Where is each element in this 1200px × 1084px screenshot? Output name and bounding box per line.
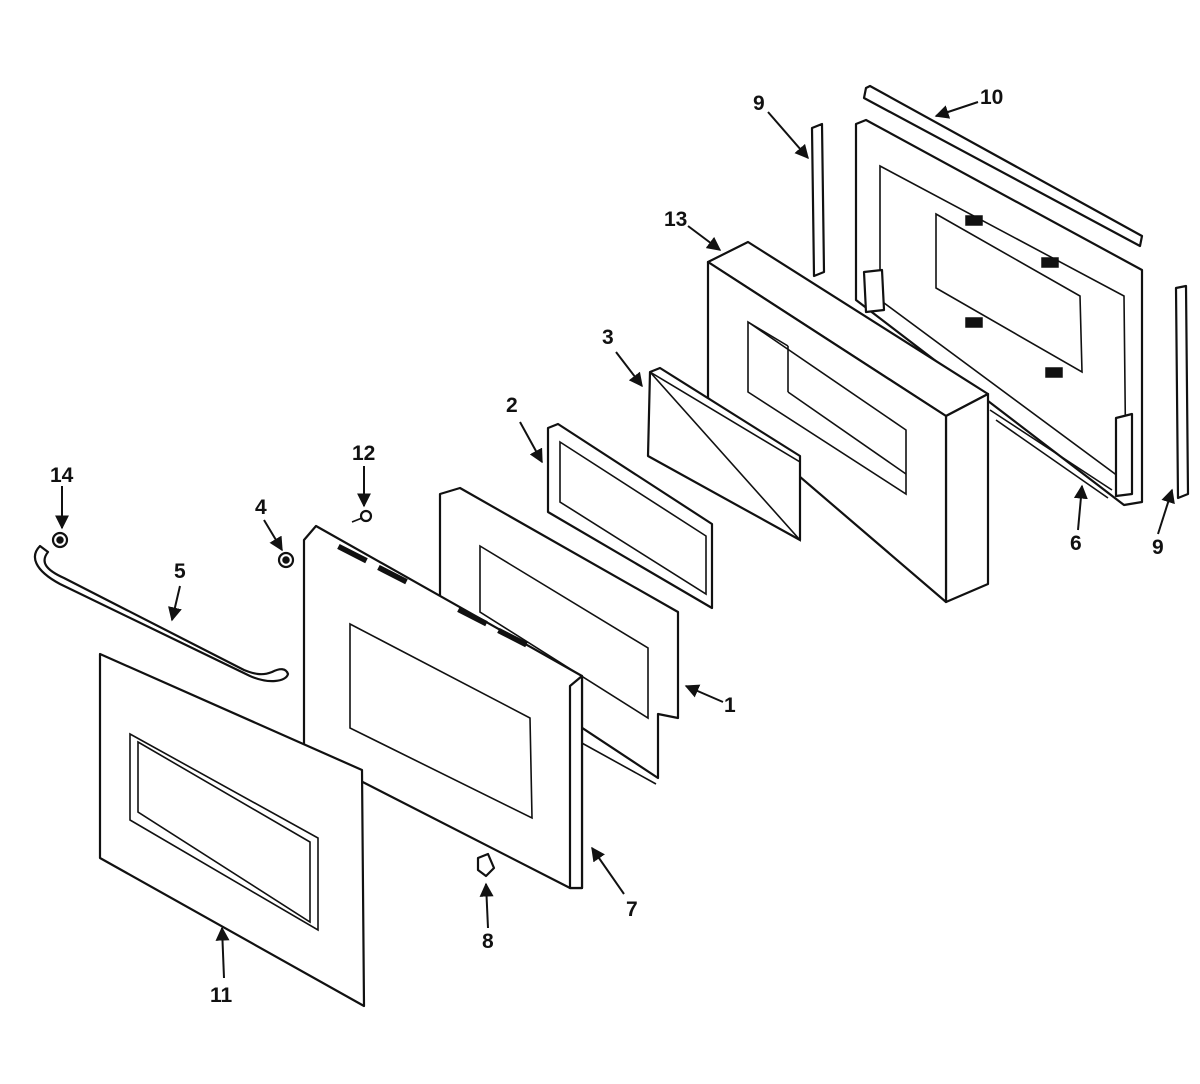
glass-panel-part (646, 366, 802, 543)
callout-7: 7 (626, 898, 638, 921)
door-frame-part (706, 240, 990, 604)
callout-6: 6 (1070, 532, 1082, 555)
outer-door-panel-part (302, 524, 584, 890)
callout-2: 2 (506, 394, 518, 417)
callout-12: 12 (352, 442, 375, 465)
callout-14: 14 (50, 464, 74, 487)
callout-11: 11 (210, 984, 233, 1007)
leader-lines (55, 101, 1175, 979)
clip-part-8 (476, 852, 496, 878)
bushing-part-4 (277, 551, 295, 569)
inner-liner-part (438, 486, 680, 785)
end-cap-part-14 (51, 531, 69, 549)
side-trim-strip-right-part (1174, 284, 1190, 500)
callout-13: 13 (664, 208, 687, 231)
top-trim-strip-part (862, 84, 1144, 248)
inner-door-panel-part (854, 118, 1144, 507)
callout-3: 3 (602, 326, 614, 349)
callout-10: 10 (980, 86, 1003, 109)
callout-4: 4 (255, 496, 267, 519)
callout-1: 1 (724, 694, 736, 717)
outer-door-front-part (98, 652, 366, 1008)
callout-9-top: 9 (753, 92, 765, 115)
window-frame-part (546, 422, 714, 610)
callout-labels: 1 2 3 4 5 6 7 8 9 9 10 11 12 13 14 (50, 86, 1164, 1007)
callout-9-bottom: 9 (1152, 536, 1164, 559)
side-trim-strip-left-part (810, 122, 826, 278)
callout-8: 8 (482, 930, 494, 953)
callout-5: 5 (174, 560, 186, 583)
door-handle-part (33, 544, 290, 683)
screw-part-12 (351, 509, 373, 523)
